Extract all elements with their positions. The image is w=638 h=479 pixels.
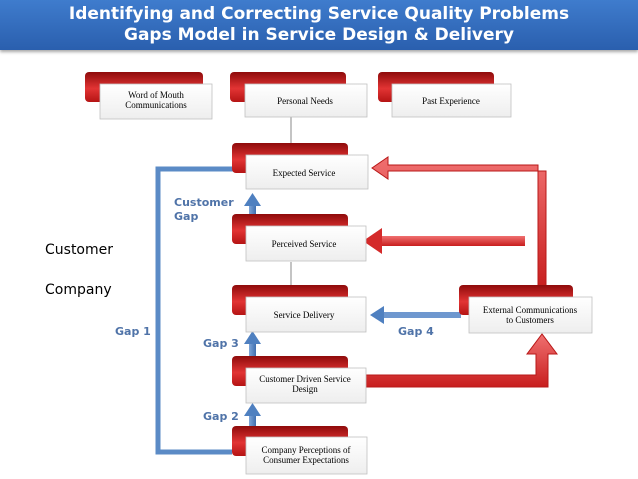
service-delivery-box: Service Delivery <box>232 285 367 333</box>
customer-gap-label-line-2: Gap <box>174 210 198 223</box>
external-comms-to-perceived-arrow <box>363 228 525 254</box>
past-experience-box: Past Experience <box>378 72 512 118</box>
title-line-2: Gaps Model in Service Design & Delivery <box>123 25 514 45</box>
customer-label: Customer <box>45 242 113 258</box>
company-perceptions-line-1: Company Perceptions of <box>262 445 351 455</box>
gap4-label: Gap 4 <box>398 325 434 338</box>
title-line-1: Identifying and Correcting Service Quali… <box>68 4 570 24</box>
external-communications-line-2: to Customers <box>506 315 554 325</box>
customer-driven-design-line-1: Customer Driven Service <box>259 374 350 384</box>
external-communications-box: External Communications to Customers <box>459 285 593 334</box>
external-comms-to-expected-arrow <box>371 156 547 289</box>
gap1-bracket <box>155 166 255 455</box>
customer-gap-label-line-1: Customer <box>174 196 234 209</box>
perceived-service-label: Perceived Service <box>272 239 337 249</box>
company-perceptions-box: Company Perceptions of Consumer Expectat… <box>232 426 368 475</box>
company-perceptions-line-2: Consumer Expectations <box>263 455 349 465</box>
word-of-mouth-line-1: Word of Mouth <box>128 90 184 100</box>
design-to-external-comms-arrow <box>363 333 558 388</box>
word-of-mouth-box: Word of Mouth Communications <box>85 72 213 120</box>
service-delivery-label: Service Delivery <box>274 310 335 320</box>
customer-driven-design-box: Customer Driven Service Design <box>232 356 367 404</box>
gap3-label: Gap 3 <box>203 337 239 350</box>
perceived-service-box: Perceived Service <box>232 214 367 262</box>
gap3-arrow <box>244 331 261 357</box>
personal-needs-label: Personal Needs <box>277 96 333 106</box>
gap1-label: Gap 1 <box>115 325 151 338</box>
past-experience-label: Past Experience <box>422 96 480 106</box>
expected-service-label: Expected Service <box>273 168 336 178</box>
word-of-mouth-line-2: Communications <box>125 100 187 110</box>
customer-gap-arrow <box>244 193 261 221</box>
title-bar: Identifying and Correcting Service Quali… <box>0 0 638 50</box>
personal-needs-box: Personal Needs <box>230 72 368 118</box>
gap2-label: Gap 2 <box>203 410 239 423</box>
customer-driven-design-line-2: Design <box>292 384 318 394</box>
gap4-arrow <box>370 306 461 324</box>
company-label: Company <box>45 282 112 298</box>
external-communications-line-1: External Communications <box>483 305 578 315</box>
gap2-arrow <box>244 403 261 428</box>
expected-service-box: Expected Service <box>232 143 369 190</box>
